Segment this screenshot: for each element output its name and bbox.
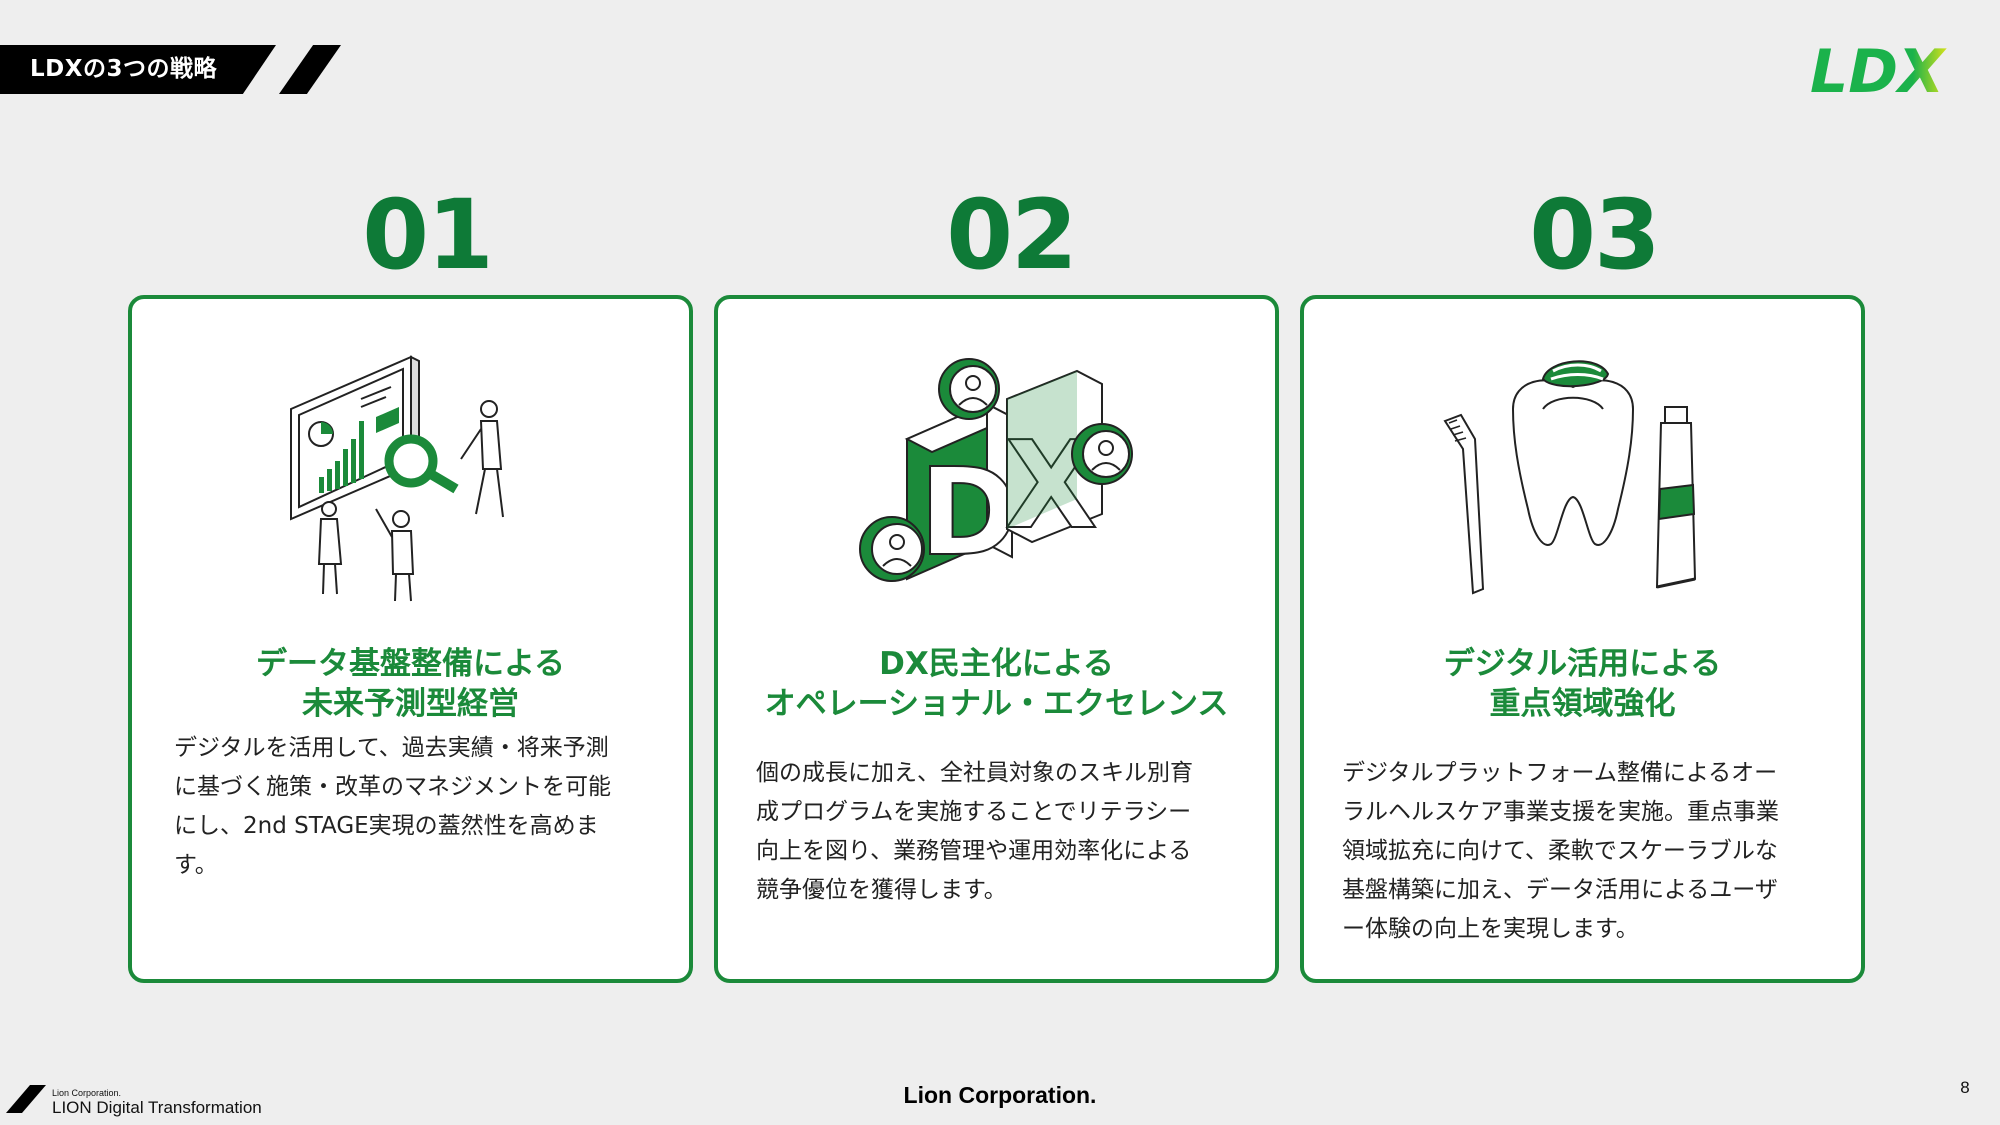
- strategy-number-1: 01: [362, 179, 494, 291]
- footer-project-name: LION Digital Transformation: [52, 1098, 262, 1117]
- strategy-heading-1: データ基盤整備による 未来予測型経営: [255, 646, 566, 722]
- svg-text:D: D: [919, 444, 1019, 583]
- dx-blocks-people-icon: D X: [858, 358, 1133, 584]
- page-number: 8: [1960, 1078, 1970, 1097]
- header-stripe: [279, 45, 341, 94]
- strategy-card-3: デジタル活用による 重点領域強化 デジタルプラットフォーム整備によるオー ラルヘ…: [1300, 295, 1865, 983]
- ldx-logo: LDX: [1810, 38, 1947, 100]
- footer-company: Lion Corporation.: [903, 1082, 1097, 1108]
- strategy-body-2: 個の成長に加え、全社員対象のスキル別育 成プログラムを実施することでリテラシー …: [756, 760, 1193, 903]
- page-title: LDXの3つの戦略: [30, 56, 217, 82]
- footer-company-small: Lion Corporation.: [52, 1088, 122, 1098]
- toothbrush-tooth-toothpaste-icon: [1442, 360, 1696, 595]
- strategy-heading-3: デジタル活用による 重点領域強化: [1443, 646, 1722, 722]
- strategy-body-3: デジタルプラットフォーム整備によるオー ラルヘルスケア事業支援を実施。重点事業 …: [1342, 760, 1779, 942]
- strategy-body-1: デジタルを活用して、過去実績・将来予測 に基づく施策・改革のマネジメントを可能 …: [174, 735, 611, 878]
- header-banner: [0, 45, 276, 94]
- strategy-card-1: データ基盤整備による 未来予測型経営 デジタルを活用して、過去実績・将来予測 に…: [128, 295, 693, 983]
- strategy-card-2: D X DX民主化による オペレーショナル・エクセレンス 個の成長に加え、全: [714, 295, 1279, 983]
- data-analysis-people-icon: [289, 355, 504, 602]
- strategy-heading-2: DX民主化による オペレーショナル・エクセレンス: [764, 646, 1229, 722]
- strategy-number-2: 02: [946, 179, 1078, 291]
- logo-text: LDX: [1810, 38, 1947, 100]
- strategy-number-3: 03: [1529, 179, 1661, 291]
